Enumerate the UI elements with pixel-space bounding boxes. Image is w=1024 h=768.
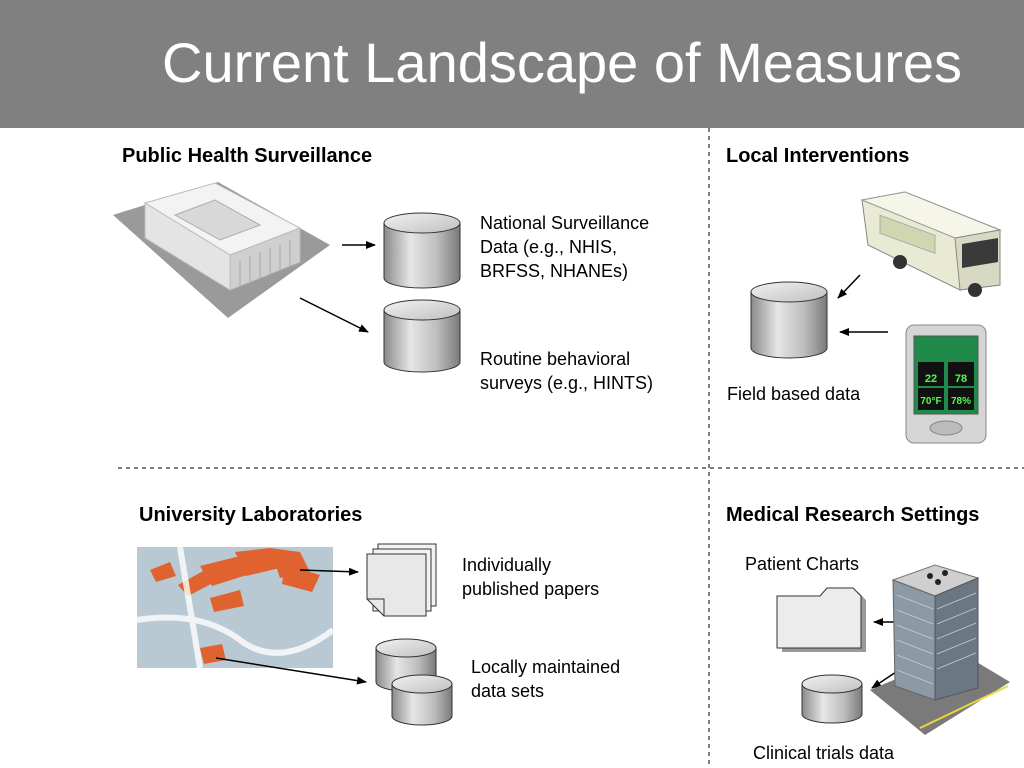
label-national-surveillance: National Surveillance Data (e.g., NHIS, … xyxy=(480,211,649,283)
folder-icon xyxy=(776,587,866,652)
label-field-based-data: Field based data xyxy=(727,384,861,404)
device-reading: 22 xyxy=(925,373,937,385)
section-title-medical-research: Medical Research Settings xyxy=(726,504,980,526)
label-line: published papers xyxy=(462,579,600,599)
device-reading: 70°F xyxy=(920,396,941,407)
skyscraper-icon xyxy=(870,564,1010,735)
section-title-university-labs: University Laboratories xyxy=(139,504,363,526)
database-cylinder-icon xyxy=(750,281,828,359)
label-local-data-sets: Locally maintained data sets xyxy=(471,655,620,703)
label-line: data sets xyxy=(471,681,545,701)
device-reading: 78% xyxy=(951,396,971,407)
handheld-device-icon: 22 78 70°F 78% xyxy=(905,324,987,444)
label-line: Data (e.g., NHIS, xyxy=(480,237,618,257)
database-cylinder-icon xyxy=(391,674,453,726)
label-published-papers: Individually published papers xyxy=(462,553,599,601)
label-line: Locally maintained xyxy=(471,657,621,677)
label-line: Routine behavioral xyxy=(480,349,631,369)
arrow xyxy=(215,657,367,685)
bus-icon xyxy=(860,191,1002,297)
label-line: Individually xyxy=(462,555,552,575)
title-bar xyxy=(0,0,1024,128)
government-building-icon xyxy=(113,182,330,318)
section-title-local-interventions: Local Interventions xyxy=(726,145,910,167)
database-cylinder-icon xyxy=(383,212,461,289)
database-cylinder-icon xyxy=(383,299,461,373)
arrow xyxy=(871,671,897,689)
label-patient-charts: Patient Charts xyxy=(745,554,860,574)
arrow xyxy=(837,274,861,299)
arrow xyxy=(299,297,369,333)
label-line: National Surveillance xyxy=(480,213,650,233)
slide-title: Current Landscape of Measures xyxy=(162,31,962,94)
label-line: surveys (e.g., HINTS) xyxy=(480,373,654,393)
section-title-public-health: Public Health Surveillance xyxy=(122,145,373,167)
label-routine-surveys: Routine behavioral surveys (e.g., HINTS) xyxy=(480,347,653,395)
database-cylinder-icon xyxy=(801,674,863,724)
device-reading: 78 xyxy=(955,373,967,385)
stacked-papers-icon xyxy=(366,543,437,617)
arrow xyxy=(299,567,359,576)
label-clinical-trials: Clinical trials data xyxy=(753,743,895,763)
campus-map-icon xyxy=(136,546,335,669)
label-line: BRFSS, NHANEs) xyxy=(480,261,629,281)
